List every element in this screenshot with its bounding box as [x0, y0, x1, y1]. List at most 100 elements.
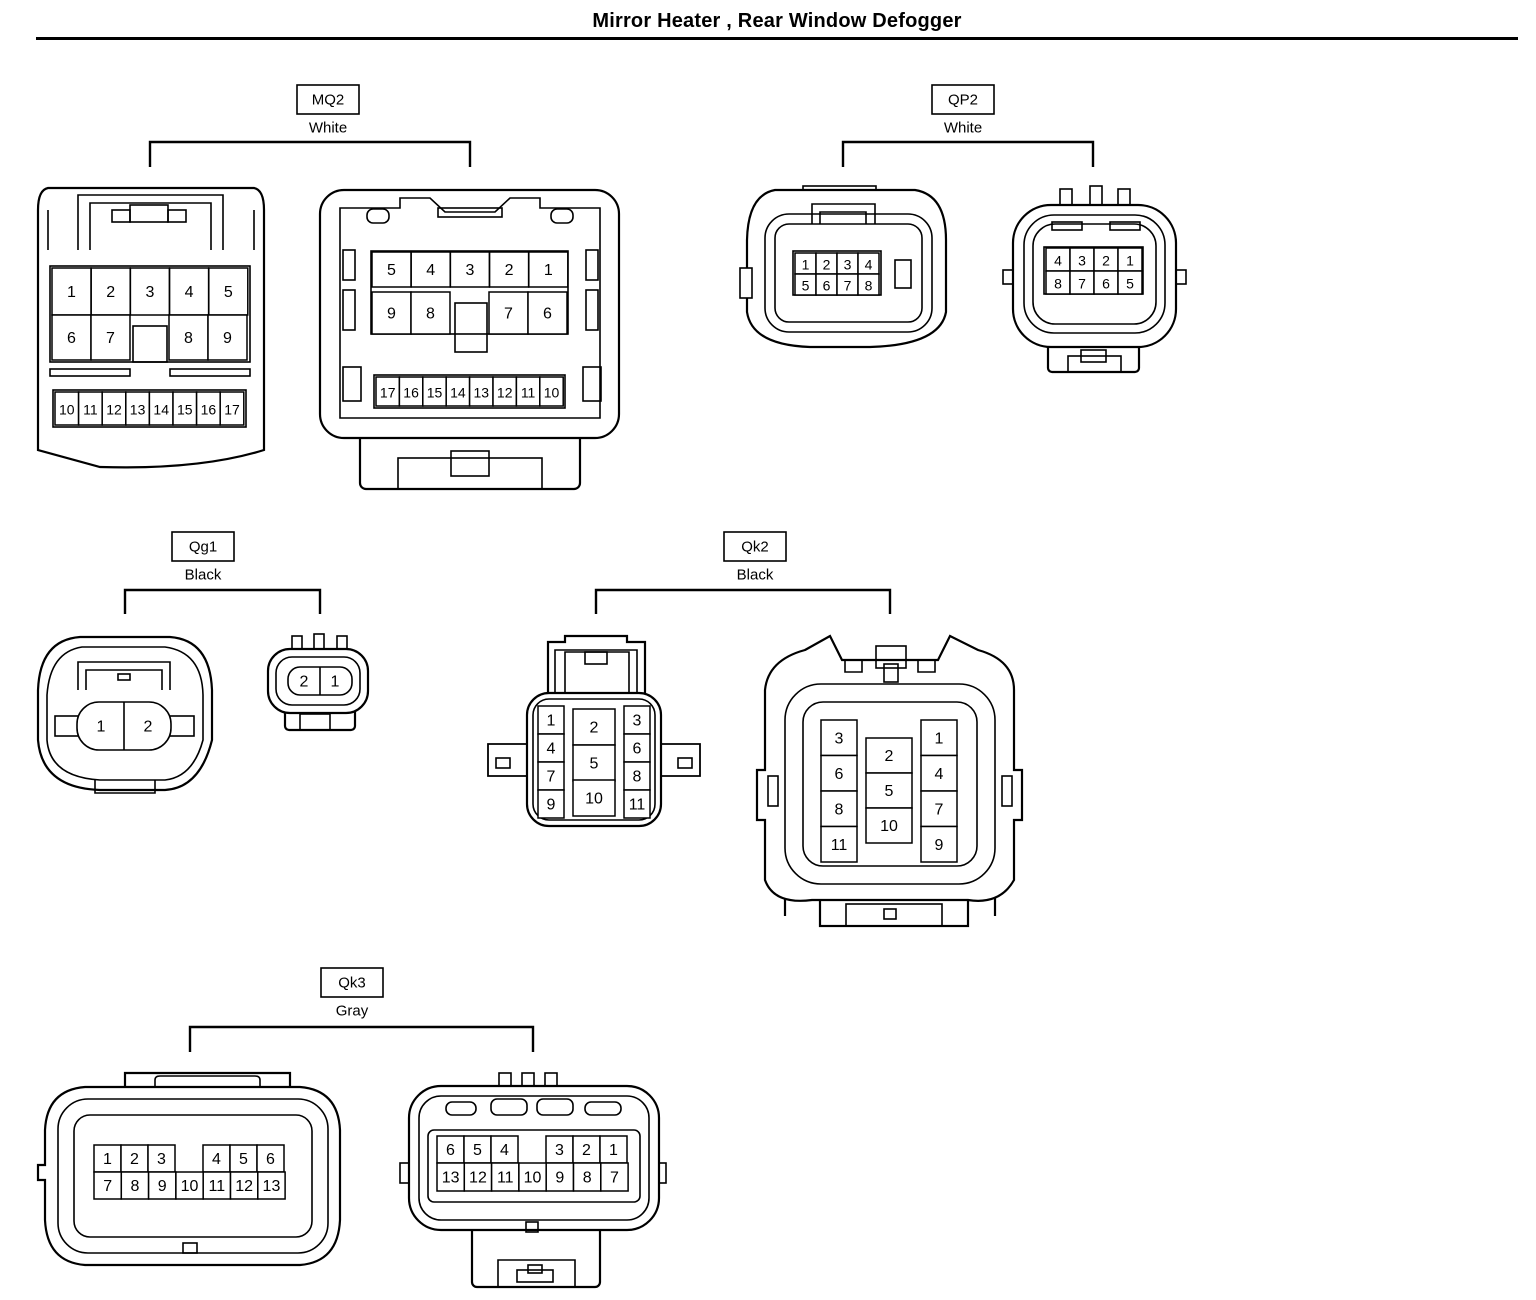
pin-number: 13: [263, 1178, 281, 1195]
pin-number: 8: [130, 1178, 139, 1195]
pin-number: 6: [835, 766, 844, 783]
pin-number: 6: [67, 330, 76, 347]
pin-number: 2: [300, 674, 309, 691]
pin-number: 7: [547, 769, 556, 786]
title-rule: [36, 37, 1518, 40]
pin-number: 2: [590, 720, 599, 737]
pin-number: 1: [547, 713, 556, 730]
pin-cell: [449, 251, 491, 288]
pin-cell: [920, 719, 958, 757]
pin-number: 4: [1054, 253, 1062, 269]
pin-number: 2: [144, 719, 153, 736]
pin-number: 4: [935, 766, 944, 783]
pin-number: 13: [474, 385, 490, 401]
pin-number: 13: [442, 1170, 460, 1187]
pin-number: 3: [157, 1151, 166, 1168]
pin-cell: [208, 267, 249, 316]
pin-number: 9: [387, 306, 396, 323]
pin-number: 10: [880, 818, 898, 835]
pin-number: 16: [201, 402, 217, 418]
pin-number: 6: [823, 278, 831, 294]
connector-id-qp2: QP2: [948, 92, 978, 109]
pin-number: 11: [629, 797, 646, 814]
pin-number: 1: [331, 674, 340, 691]
pin-cell: [410, 291, 451, 335]
pin-number: 2: [106, 284, 115, 301]
pin-number: 5: [473, 1142, 482, 1159]
pin-cell: [865, 772, 913, 809]
pin-number: 17: [224, 402, 240, 418]
pin-cell: [207, 314, 248, 361]
pin-number: 2: [505, 262, 514, 279]
pin-cell: [219, 391, 245, 426]
pin-number: 4: [426, 262, 435, 279]
pin-number: 6: [266, 1151, 275, 1168]
pin-cell: [202, 1171, 232, 1200]
pin-number: 1: [103, 1151, 112, 1168]
pin-cell: [537, 733, 565, 763]
pin-cell: [490, 1162, 520, 1192]
pin-cell: [120, 1171, 150, 1200]
pin-number: 10: [524, 1170, 542, 1187]
pin-number: 12: [469, 1170, 487, 1187]
pin-number: 1: [544, 262, 553, 279]
pin-number: 4: [865, 257, 873, 273]
pin-number: 3: [145, 284, 154, 301]
pin-number: 7: [610, 1170, 619, 1187]
pin-number: 10: [59, 402, 75, 418]
pin-cell: [1117, 270, 1143, 295]
pin-number: 6: [446, 1142, 455, 1159]
pin-cell: [920, 825, 958, 863]
pin-number: 6: [633, 741, 642, 758]
pin-number: 1: [67, 284, 76, 301]
pin-number: 7: [935, 801, 944, 818]
pin-cell: [623, 705, 651, 735]
pin-cell: [147, 1144, 176, 1173]
connector-id-qg1: Qg1: [189, 539, 217, 556]
pin-cell: [168, 314, 209, 361]
pin-cell: [820, 825, 858, 863]
connector-id-qk2: Qk2: [741, 539, 769, 556]
pin-number: 6: [543, 306, 552, 323]
pin-number: 13: [130, 402, 146, 418]
connector-color-qk3: Gray: [336, 1003, 369, 1020]
pin-number: 14: [450, 385, 466, 401]
pin-number: 3: [1078, 253, 1086, 269]
pin-cell: [229, 1171, 259, 1200]
connector-id-qk3: Qk3: [338, 975, 366, 992]
pin-cell: [600, 1162, 629, 1192]
pin-number: 9: [223, 330, 232, 347]
pin-cell: [820, 790, 858, 828]
pin-number: 11: [83, 402, 98, 418]
pin-cell: [820, 754, 858, 792]
pin-number: 1: [935, 730, 944, 747]
pin-number: 16: [403, 385, 419, 401]
pin-number: 7: [504, 306, 513, 323]
pin-number: 11: [831, 837, 848, 854]
pin-number: 4: [547, 741, 556, 758]
pin-number: 17: [380, 385, 396, 401]
pin-number: 8: [583, 1170, 592, 1187]
pin-cell: [599, 1135, 628, 1164]
pin-number: 2: [582, 1142, 591, 1159]
pin-number: 1: [609, 1142, 618, 1159]
